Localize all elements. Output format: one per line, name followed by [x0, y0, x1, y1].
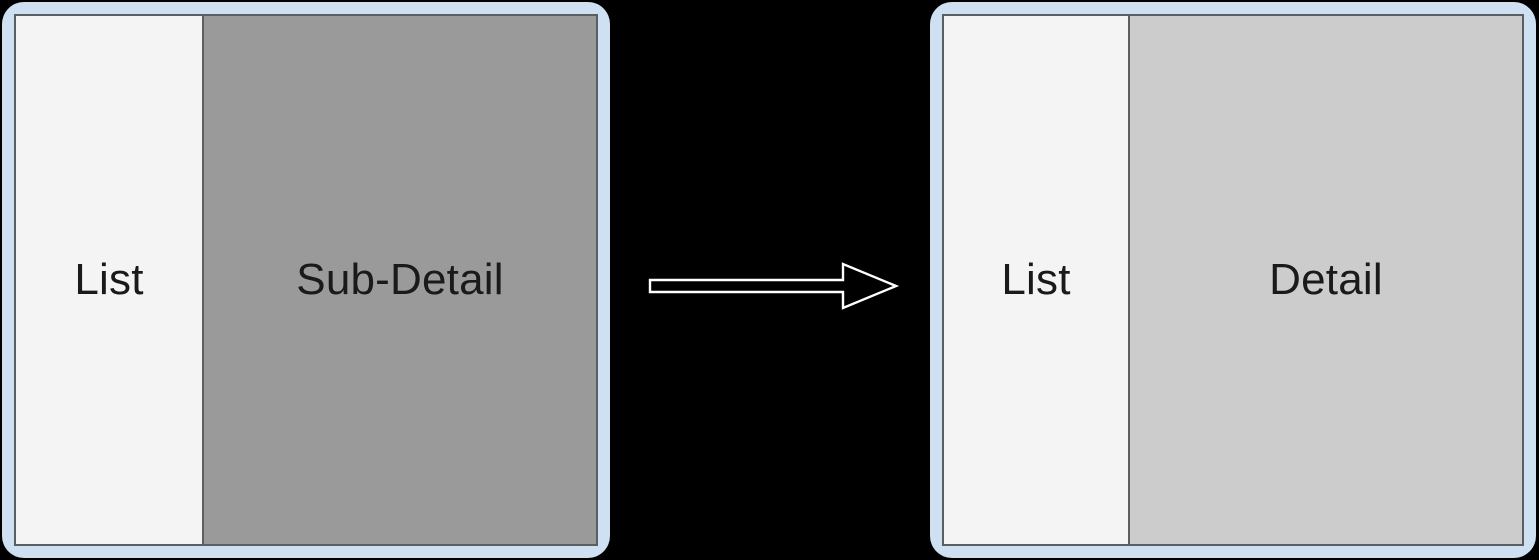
- device-screen-after: List Detail: [942, 14, 1524, 546]
- arrow-right-outline-icon: [648, 262, 900, 310]
- device-screen-before: List Sub-Detail: [14, 14, 598, 546]
- pane-list-after[interactable]: List: [944, 16, 1130, 544]
- transition-arrow: [640, 250, 906, 322]
- device-frame-after: List Detail: [930, 2, 1536, 558]
- pane-label-detail: Detail: [1269, 255, 1383, 304]
- pane-list-before[interactable]: List: [16, 16, 204, 544]
- pane-sub-detail[interactable]: Sub-Detail: [204, 16, 596, 544]
- pane-label-list-before: List: [74, 255, 144, 304]
- device-frame-before: List Sub-Detail: [2, 2, 610, 558]
- pane-label-list-after: List: [1001, 255, 1071, 304]
- pane-detail[interactable]: Detail: [1130, 16, 1522, 544]
- pane-label-sub-detail: Sub-Detail: [296, 255, 504, 304]
